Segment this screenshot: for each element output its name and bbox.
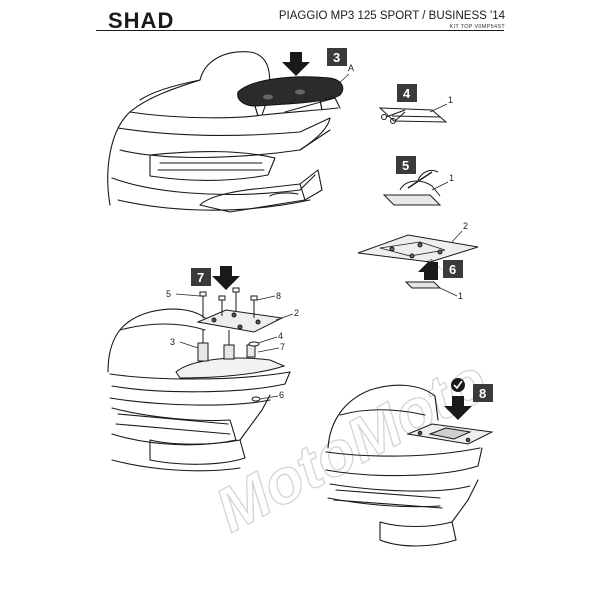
model-title: PIAGGIO MP3 125 SPORT / BUSINESS '14 — [278, 10, 505, 22]
arrow-down-icon — [444, 396, 472, 420]
callout-4-step7: 4 — [278, 331, 283, 341]
callout-6-step7: 6 — [279, 390, 284, 400]
step-badge-4 — [397, 84, 417, 102]
step-number-6: 6 — [449, 262, 456, 277]
step-number-7: 7 — [197, 270, 204, 285]
adhesive-peel-5 — [382, 169, 442, 206]
step-badge-8 — [473, 384, 493, 402]
panel-step-8 — [325, 384, 483, 547]
callout-7-step7: 7 — [280, 342, 285, 352]
rear-rack-part-a — [237, 76, 344, 117]
step-badge-6 — [443, 260, 463, 278]
step-badge-5 — [396, 156, 416, 174]
callout-2-step7: 2 — [294, 308, 299, 318]
watermark: MotoMoto — [205, 346, 499, 546]
callout-a: A — [348, 63, 354, 73]
rack-frame-7 — [175, 357, 286, 379]
mount-plate-final — [406, 423, 494, 445]
arrow-down-icon — [212, 266, 240, 290]
kit-code: KIT TOP V0MP54ST — [449, 24, 505, 30]
check-icon — [451, 378, 465, 392]
adhesive-pad-6 — [404, 281, 442, 289]
step-badge-3 — [327, 48, 347, 66]
base-plate-2 — [357, 234, 479, 263]
step-badge-7 — [191, 268, 211, 286]
adhesive-strip-4 — [378, 107, 448, 124]
panel-step-3 — [107, 51, 341, 213]
callout-1-step5: 1 — [449, 173, 454, 183]
panel-step-7 — [107, 308, 291, 472]
step-number-3: 3 — [333, 50, 340, 65]
arrow-down-icon — [282, 52, 310, 76]
callout-1-step4: 1 — [448, 95, 453, 105]
mount-plate-2 — [196, 309, 284, 333]
step-number-4: 4 — [403, 86, 411, 101]
arrow-up-icon — [418, 259, 444, 280]
callout-5-step7: 5 — [166, 289, 171, 299]
callout-1-step6: 1 — [458, 291, 463, 301]
brand-logo: SHAD — [108, 8, 175, 33]
step-number-8: 8 — [479, 386, 486, 401]
callout-3-step7: 3 — [170, 337, 175, 347]
step-number-5: 5 — [402, 158, 409, 173]
bolt-set — [197, 287, 261, 402]
callout-8-step7: 8 — [276, 291, 281, 301]
header-rule — [96, 30, 504, 31]
callout-2-step6: 2 — [463, 221, 468, 231]
